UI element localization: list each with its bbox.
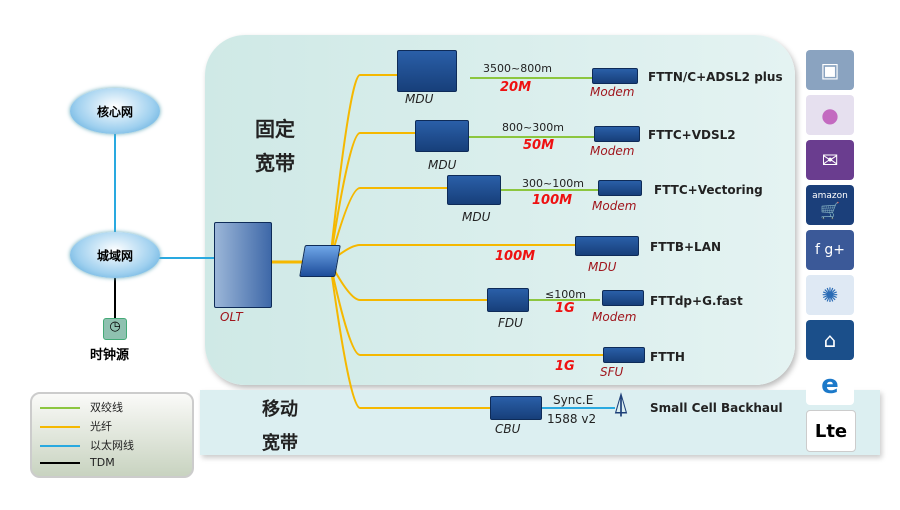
legend-label: 双绞线 [90,401,123,414]
fixed-broadband-title: 固定宽带 [255,112,295,180]
service-icons-column: ▣ ● ✉ amazon🛒 f g+ ✺ ⌂ e Lte [806,50,862,452]
amazon-text: amazon [812,190,848,201]
ptp-1588-label: 1588 v2 [547,412,597,426]
fixed-title-line2: 宽带 [255,151,295,175]
mdu-device-icon [447,175,501,205]
optical-splitter-icon [299,245,341,277]
row3-speed: 100M [532,193,573,208]
lte-text: Lte [814,420,848,442]
sfu-router-icon [603,347,645,363]
row4-technology: FTTB+LAN [650,240,722,254]
row6-technology: FTTH [650,350,685,364]
core-network-cloud: 核心网 [70,88,160,134]
row6-speed: 1G [555,359,575,374]
row2-speed: 50M [523,138,555,153]
row5-terminal-label: Modem [592,310,637,324]
row1-distance: 3500~800m [483,62,552,75]
mobile-broadband-title: 移动宽带 [262,393,298,461]
modem-icon [602,290,644,306]
lte-icon: Lte [806,410,856,452]
row2-distance: 800~300m [502,121,564,134]
row4-speed: 100M [495,249,536,264]
mobile-technology: Small Cell Backhaul [650,401,783,415]
row5-technology: FTTdp+G.fast [650,294,743,308]
row1-speed: 20M [500,80,532,95]
social-media-icon: f g+ [806,230,854,270]
row3-device-label: MDU [462,210,491,224]
messenger-icon: ● [806,95,854,135]
legend-label: TDM [90,456,115,469]
row1-terminal-label: Modem [590,85,635,99]
row5-speed: 1G [555,301,575,316]
legend: 双绞线 光纤 以太网线 TDM [30,392,194,478]
fiber-line-7 [329,261,490,409]
network-globe-icon: ✺ [806,275,854,315]
clock-icon: ◷ [103,318,127,340]
olt-device-icon [214,222,272,308]
fiber-line-1 [329,74,398,263]
fixed-title-line1: 固定 [255,117,295,141]
modem-icon [598,180,642,196]
legend-item-fiber: 光纤 [40,418,112,434]
row4-terminal-label: MDU [588,260,617,274]
olt-label: OLT [220,310,243,324]
fdu-device-icon [487,288,529,312]
core-network-label: 核心网 [96,104,133,119]
amazon-shopping-icon: amazon🛒 [806,185,854,225]
metro-network-cloud: 城域网 [70,232,160,278]
video-conference-icon: ▣ [806,50,854,90]
clock-source-label: 时钟源 [90,348,130,363]
fixed-broadband-panel [205,35,795,385]
fiber-line-2 [329,132,415,263]
mobile-title-line1: 移动 [262,399,298,420]
legend-label: 光纤 [90,420,112,433]
cell-tower-icon: ⍋ [612,386,630,421]
fiber-line-5 [329,261,487,301]
mdu-switch-icon [575,236,639,256]
internet-explorer-icon: e [806,365,854,405]
row3-distance: 300~100m [522,177,584,190]
row1-technology: FTTN/C+ADSL2 plus [648,70,783,84]
legend-item-ethernet: 以太网线 [40,437,134,453]
row2-terminal-label: Modem [590,144,635,158]
fiber-line-6 [329,261,605,356]
row2-device-label: MDU [428,158,457,172]
legend-item-twisted-pair: 双绞线 [40,399,123,415]
cbu-device-icon [490,396,542,420]
row3-terminal-label: Modem [592,199,637,213]
row5-device-label: FDU [498,316,523,330]
fiber-line-3 [329,187,448,263]
home-tv-icon: ⌂ [806,320,854,360]
cbu-label: CBU [495,422,521,436]
legend-item-tdm: TDM [40,456,115,469]
sync-e-label: Sync.E [553,393,594,407]
modem-icon [594,126,640,142]
mdu-device-icon [415,120,469,152]
row6-terminal-label: SFU [600,365,624,379]
mdu-device-icon [397,50,457,92]
row5-distance: ≤100m [545,288,586,301]
mobile-title-line2: 宽带 [262,433,298,454]
row2-technology: FTTC+VDSL2 [648,128,736,142]
row3-technology: FTTC+Vectoring [654,183,763,197]
modem-icon [592,68,638,84]
legend-label: 以太网线 [90,439,134,452]
fiber-line-4 [329,244,575,263]
email-icon: ✉ [806,140,854,180]
metro-network-label: 城域网 [96,248,133,263]
row1-device-label: MDU [405,92,434,106]
